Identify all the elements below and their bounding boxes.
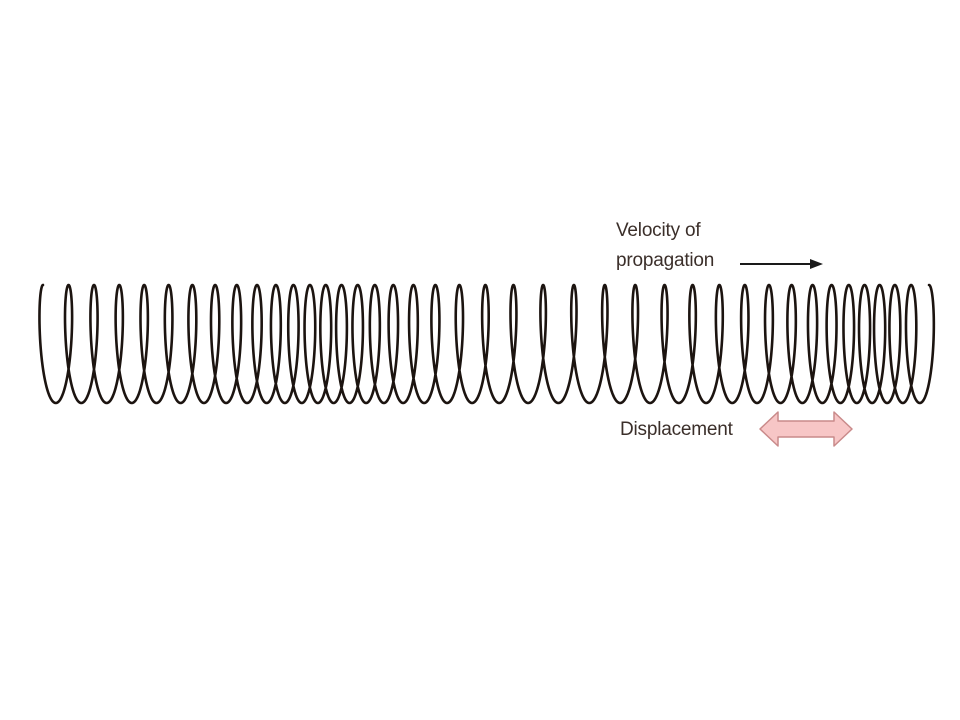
velocity-label-line1: Velocity of (616, 216, 714, 246)
spring-coil (39, 285, 933, 403)
velocity-label-line2: propagation (616, 246, 714, 276)
velocity-of-propagation-label: Velocity of propagation (616, 216, 714, 276)
displacement-arrow-icon (760, 412, 852, 446)
velocity-arrow-icon (740, 259, 823, 269)
displacement-label: Displacement (620, 415, 733, 445)
